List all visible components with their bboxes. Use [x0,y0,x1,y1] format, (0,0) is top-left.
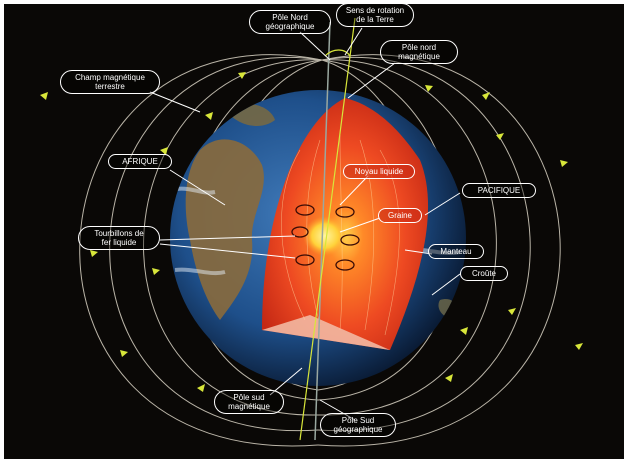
label-pole-sud-magnetique: Pôle sud magnétique [214,390,284,414]
field-arrows [40,72,583,392]
label-pacifique: PACIFIQUE [462,183,536,198]
label-pole-nord-magnetique: Pôle nord magnétique [380,40,458,64]
label-pole-sud-geographique: Pôle Sud géographique [320,413,396,437]
label-manteau: Manteau [428,244,484,259]
label-croute: Croûte [460,266,508,281]
label-tourbillons: Tourbillons de fer liquide [78,226,160,250]
label-graine: Graine [378,208,422,223]
cut-face [262,98,429,350]
crust-edge [262,315,390,350]
magnetic-axis [299,17,356,441]
geographic-axis [314,21,331,441]
rotation-arrow [324,49,351,57]
label-noyau-liquide: Noyau liquide [343,164,415,179]
label-afrique: AFRIQUE [108,154,172,169]
inner-core [303,216,347,256]
leader-lines [149,27,461,421]
label-champ-magnetique: Champ magnétique terrestre [60,70,160,94]
label-sens-de-rotation: Sens de rotation de la Terre [336,3,414,27]
label-pole-nord-geographique: Pôle Nord géographique [249,10,331,34]
iron-vortices [291,204,360,271]
cutaway-interior [262,98,429,350]
africa-landmass [185,139,264,320]
